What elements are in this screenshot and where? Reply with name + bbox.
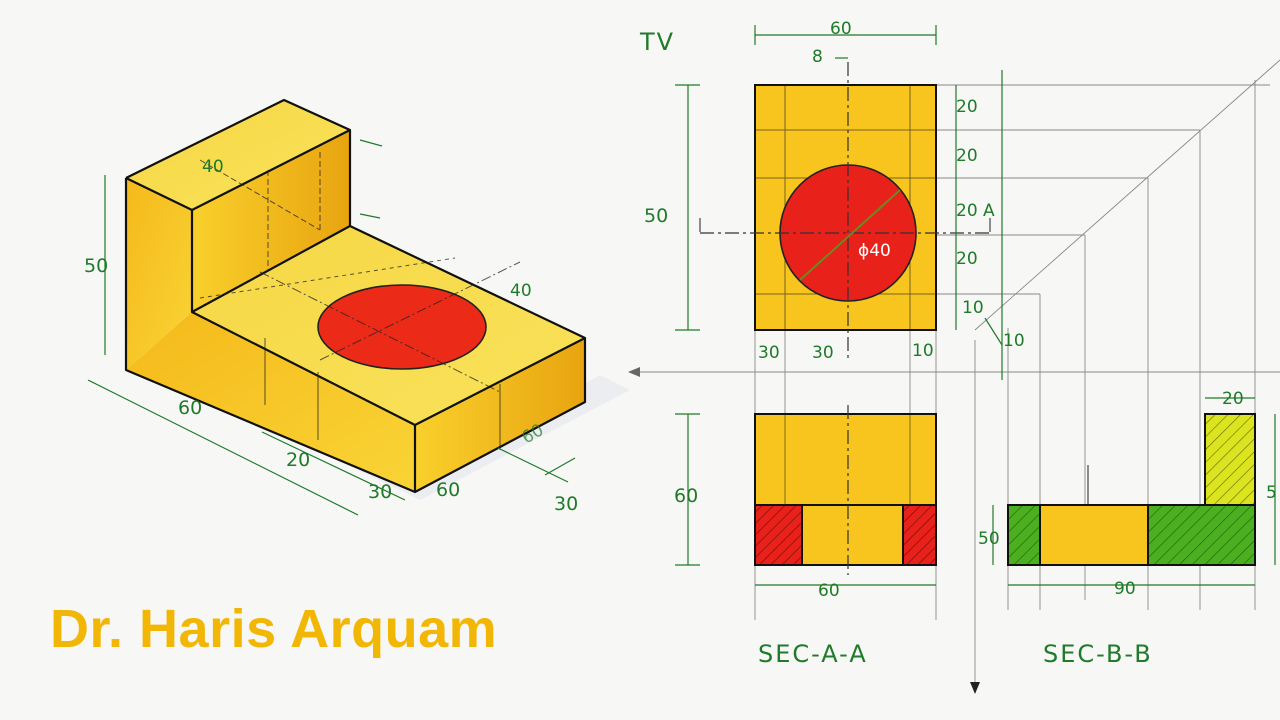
hole-ellipse	[317, 284, 487, 370]
iso-construction-lines	[199, 150, 521, 450]
author-name: Dr. Haris Arquam	[50, 599, 498, 659]
upright-top-face	[126, 100, 350, 210]
iso-dim-width-60: 60	[436, 479, 460, 501]
top-view-dim-width: 60	[830, 19, 852, 39]
top-view-hole-dia: ϕ40	[858, 241, 891, 261]
top-view-dim-height: 50	[644, 205, 668, 227]
top-view-dim-offset: 8	[812, 47, 823, 67]
sec-aa-hatch-right	[902, 504, 937, 566]
sec-bb-dim-height: 50	[978, 529, 1000, 549]
iso-dim-mid-20: 20	[286, 449, 310, 471]
sec-aa-upper	[754, 413, 937, 506]
arrow-down	[970, 682, 980, 694]
upright-side-face	[192, 130, 350, 312]
iso-dim-width-30: 30	[554, 493, 578, 515]
top-view-dim-bottom-mid: 30	[812, 343, 834, 363]
sec-bb-dim-right-edge: 5	[1266, 483, 1277, 503]
sec-aa-middle	[801, 504, 904, 566]
sec-bb-dim-width: 90	[1114, 579, 1136, 599]
isometric-view: 50 40 40 60 20 30 60 30 60	[84, 98, 630, 516]
iso-dim-top-length: 40	[202, 157, 224, 177]
sec-bb-hatch-right	[1147, 504, 1256, 566]
iso-dim-base-30: 30	[368, 481, 392, 503]
iso-dim-length: 60	[178, 397, 202, 419]
sec-aa-dim-width: 60	[818, 581, 840, 601]
top-view: ϕ40 TV 60 8 50 20 20 20 A 20 10 30 30 10	[639, 19, 1025, 380]
top-view-dim-r5: 10	[962, 298, 984, 318]
section-aa: 60 60 SEC-A-A	[674, 405, 937, 668]
iso-dimension-lines	[87, 139, 576, 516]
top-view-dim-r3: 20 A	[956, 201, 995, 221]
top-view-dim-bottom-right: 10	[912, 341, 934, 361]
sec-aa-hatch-left	[754, 504, 803, 566]
iso-dim-hole-note: 40	[510, 281, 532, 301]
iso-dim-height: 50	[84, 255, 108, 277]
section-bb: 20 50 90 5 SEC-B-B	[978, 389, 1277, 668]
sec-bb-middle	[1039, 504, 1149, 566]
sec-bb-label: SEC-B-B	[1043, 640, 1153, 668]
top-view-dim-r1: 20	[956, 97, 978, 117]
top-view-dim-bottom-left: 30	[758, 343, 780, 363]
base-front-face	[126, 312, 415, 492]
top-view-dim-miter: 10	[1003, 331, 1025, 351]
sec-aa-label: SEC-A-A	[758, 640, 868, 668]
arrow-left	[628, 367, 640, 377]
top-view-dim-r4: 20	[956, 249, 978, 269]
sec-aa-dim-height: 60	[674, 485, 698, 507]
sec-bb-upright	[1204, 413, 1256, 506]
sec-bb-hatch-left	[1007, 504, 1041, 566]
upright-front-face	[126, 178, 192, 370]
top-view-dim-r2: 20	[956, 146, 978, 166]
sec-bb-dim-top: 20	[1222, 389, 1244, 409]
top-view-label: TV	[639, 28, 675, 56]
